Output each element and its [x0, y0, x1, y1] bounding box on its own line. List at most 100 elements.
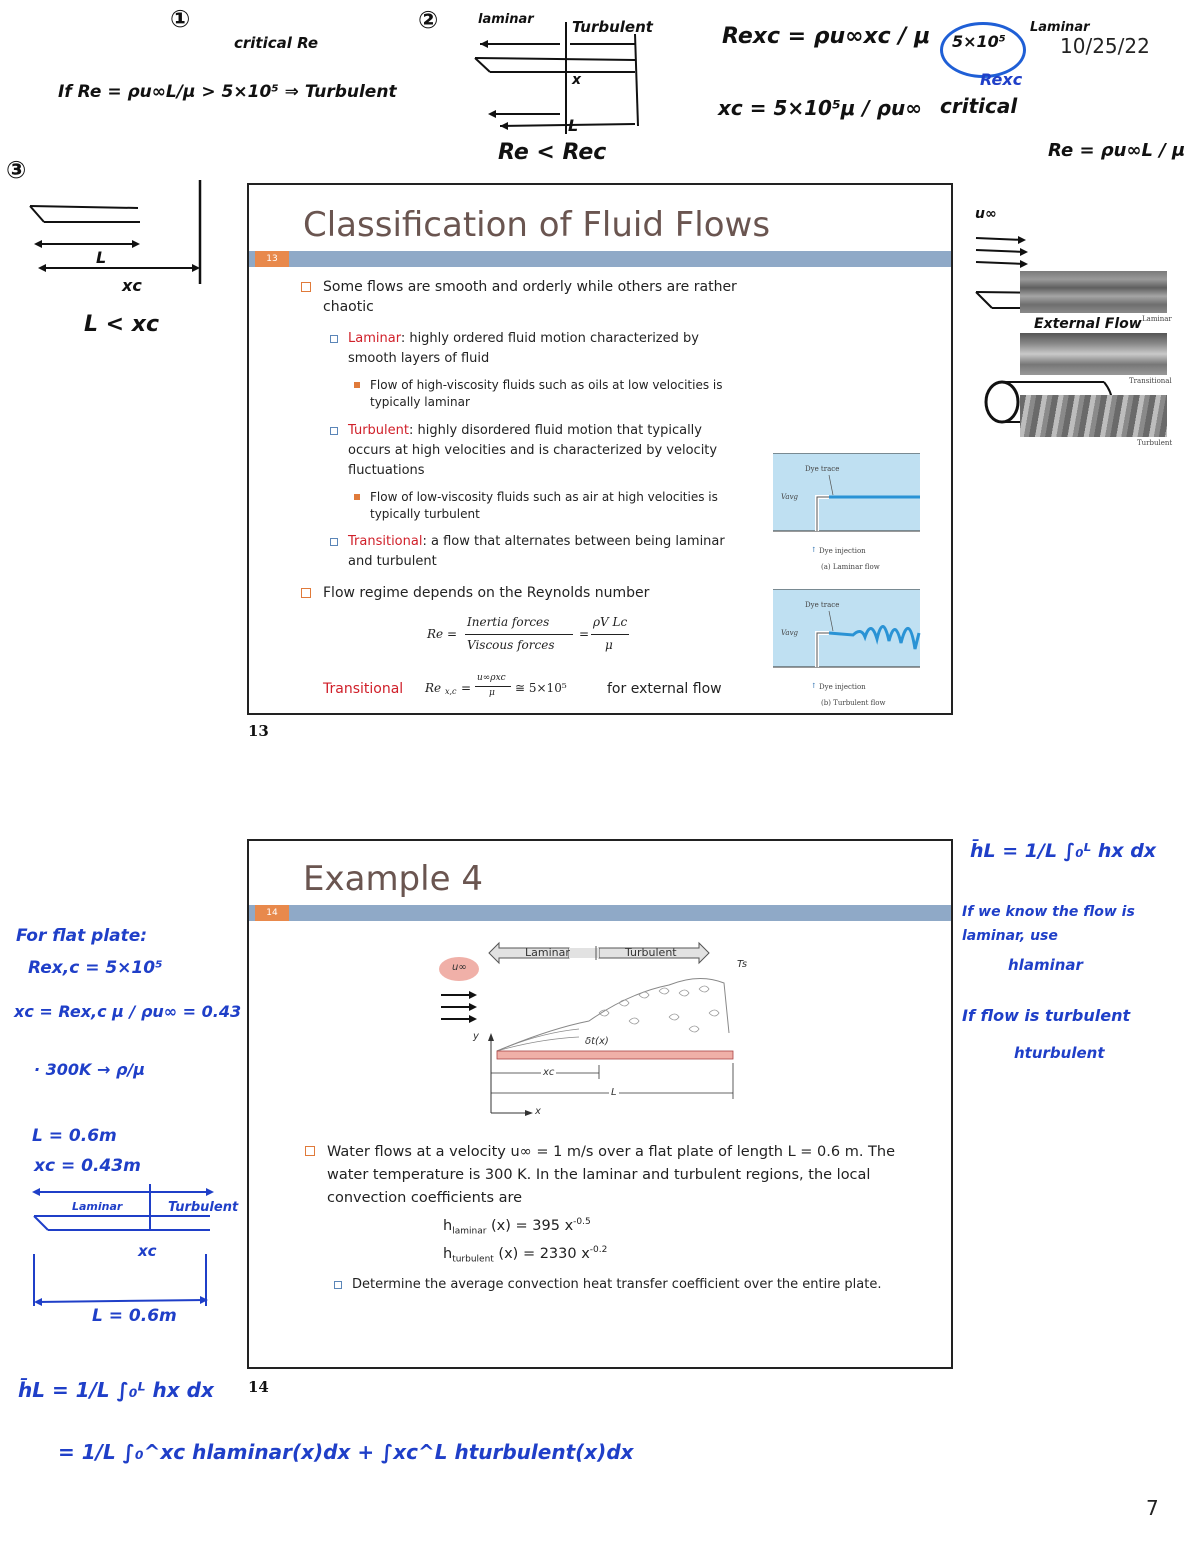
- fig-delta-label: δt(x): [585, 1036, 609, 1047]
- eq-crit-sub: x,c: [445, 687, 457, 696]
- note-L-side: L: [96, 248, 107, 267]
- sketch-plate-short: [29, 180, 202, 284]
- photo-laminar: [1020, 271, 1167, 313]
- eq-num2: ρV Lc: [593, 615, 628, 629]
- note-if-turbulent: If flow is turbulent: [962, 1006, 1131, 1025]
- critical-re-equation: Re x,c = u∞ρxc μ ≅ 5×10⁵: [425, 673, 595, 707]
- eq-lhs: Re =: [427, 627, 458, 641]
- fig-x-label: x: [535, 1106, 541, 1117]
- eq-eq: =: [579, 627, 590, 641]
- note-L-lt-xc: L < xc: [84, 312, 160, 337]
- turbulent-text: : highly disordered fluid motion that ty…: [348, 423, 718, 478]
- eq-bar2: [591, 634, 629, 635]
- note-x: x: [572, 72, 582, 88]
- sketch-plate-laminar-turbulent: [474, 22, 639, 134]
- eq-bar1: [465, 634, 573, 635]
- fig-a-caption: (a) Laminar flow: [821, 563, 880, 571]
- note-external-flow: External Flow: [1034, 316, 1142, 332]
- note-if-re-turbulent: If Re = ρu∞L/μ > 5×10⁵ ⇒ Turbulent: [58, 82, 397, 102]
- reynolds-equation: Re = Inertia forces Viscous forces = ρV …: [427, 613, 687, 659]
- h-lam-base: h: [443, 1217, 453, 1234]
- vavg-label-a: Vavg: [781, 493, 799, 501]
- fig-ts-label: Ts: [737, 959, 748, 970]
- photo-transitional: [1020, 333, 1167, 375]
- bullet-laminar: Laminar: highly ordered fluid motion cha…: [330, 329, 738, 369]
- bullet-turbulent: Turbulent: highly disordered fluid motio…: [330, 421, 738, 481]
- eq-crit-den: μ: [489, 688, 495, 698]
- eq-den1: Viscous forces: [467, 638, 555, 652]
- h-lam-exp: -0.5: [573, 1217, 591, 1227]
- dye-injection-text-a: Dye injection: [819, 547, 866, 555]
- external-flow-label: for external flow: [607, 681, 722, 697]
- transitional-row-label: Transitional: [323, 681, 404, 697]
- slide-number-badge: 13: [255, 251, 289, 267]
- note-for-flat-plate: For flat plate:: [16, 926, 148, 946]
- transitional-text: : a flow that alternates between being l…: [348, 534, 725, 569]
- eq-crit-rhs: ≅ 5×10⁵: [515, 681, 567, 695]
- eq-crit-num: u∞ρxc: [477, 673, 506, 683]
- fig-u-inf-label: u∞: [452, 962, 467, 973]
- laminar-label: Laminar: [348, 331, 401, 346]
- note-number-1: ①: [170, 5, 191, 33]
- note-h-avg-top: h̄L = 1/L ∫₀ᴸ hx dx: [970, 840, 1157, 862]
- problem-statement: Water flows at a velocity u∞ = 1 m/s ove…: [305, 1141, 927, 1210]
- h-turb-base: h: [443, 1245, 453, 1262]
- note-turbulent-small: Turbulent: [168, 1200, 239, 1215]
- slide-14: Example 4 14 Laminar Turbulent u∞: [247, 839, 953, 1369]
- photo-turbulent: [1020, 395, 1167, 437]
- page-number: 7: [1146, 1496, 1159, 1520]
- note-h-laminar: hlaminar: [1008, 956, 1083, 974]
- note-rexc: Rexc = ρu∞xc / μ: [722, 24, 931, 49]
- task-statement: Determine the average convection heat tr…: [334, 1275, 942, 1295]
- note-u-inf: u∞: [975, 206, 997, 222]
- note-number-2: ②: [418, 6, 439, 34]
- turbulent-label: Turbulent: [348, 423, 409, 438]
- slide-14-caption-number: 14: [248, 1378, 269, 1396]
- note-h-avg-bottom: h̄L = 1/L ∫₀ᴸ hx dx: [18, 1378, 214, 1402]
- sketch-blue-plate: [32, 1184, 214, 1306]
- note-L-bottom: L = 0.6m: [92, 1306, 177, 1326]
- eq-crit-eq: =: [461, 681, 472, 695]
- photo-label-laminar: Laminar: [1142, 315, 1172, 323]
- fig-laminar-label: Laminar: [525, 946, 570, 959]
- dye-figure-turbulent: [773, 589, 921, 668]
- laminar-text: : highly ordered fluid motion characteri…: [348, 331, 699, 366]
- h-lam-rest: (x) = 395 x: [486, 1217, 574, 1234]
- h-turbulent-equation: hturbulent (x) = 2330 x-0.2: [443, 1245, 607, 1265]
- bullet-smooth-chaotic: Some flows are smooth and orderly while …: [301, 277, 743, 317]
- slide-title: Example 4: [303, 859, 483, 899]
- flat-plate-figure: [439, 941, 734, 1116]
- photo-label-transitional: Transitional: [1129, 377, 1172, 385]
- slide-number-badge: 14: [255, 905, 289, 921]
- fig-turbulent-label: Turbulent: [625, 946, 677, 959]
- bullet-reynolds: Flow regime depends on the Reynolds numb…: [301, 583, 743, 603]
- title-bar: [249, 251, 951, 267]
- note-temp: · 300K → ρ/μ: [34, 1060, 146, 1079]
- dye-injection-label-a: ↑: [811, 546, 817, 554]
- eq-den2: μ: [605, 638, 613, 652]
- fig-b-caption: (b) Turbulent flow: [821, 699, 886, 707]
- blue-circle: [940, 22, 1026, 78]
- note-xc-small: xc: [138, 1242, 157, 1260]
- h-lam-sub: laminar: [452, 1226, 487, 1237]
- note-re-xc-val: Rex,c = 5×10⁵: [28, 958, 163, 978]
- note-laminar-top: Laminar: [1030, 20, 1090, 35]
- note-integral-line: = 1/L ∫₀^xc hlaminar(x)dx + ∫xc^L hturbu…: [58, 1440, 634, 1464]
- note-if-laminar: If we know the flow is laminar, use: [962, 904, 1135, 944]
- photo-label-turbulent: Turbulent: [1137, 439, 1173, 447]
- slide-13-caption-number: 13: [248, 722, 269, 740]
- dye-trace-label-a: Dye trace: [805, 465, 840, 473]
- note-xc-calc: xc = Rex,c μ / ρu∞ = 0.43: [14, 1002, 242, 1021]
- dye-injection-label-b: ↑: [811, 682, 817, 690]
- note-rexc-blue: Rexc: [980, 70, 1023, 89]
- date: 10/25/22: [1060, 34, 1150, 58]
- note-turbulent: Turbulent: [572, 18, 653, 36]
- note-critical: critical: [940, 94, 1018, 118]
- bullet-turbulent-sub: Flow of low-viscosity fluids such as air…: [354, 489, 730, 523]
- bullet-transitional: Transitional: a flow that alternates bet…: [330, 532, 738, 572]
- note-laminar: laminar: [478, 12, 534, 27]
- title-bar: [249, 905, 951, 921]
- note-number-3: ③: [6, 156, 27, 184]
- bullet-laminar-sub: Flow of high-viscosity fluids such as oi…: [354, 377, 730, 411]
- h-laminar-equation: hlaminar (x) = 395 x-0.5: [443, 1217, 591, 1237]
